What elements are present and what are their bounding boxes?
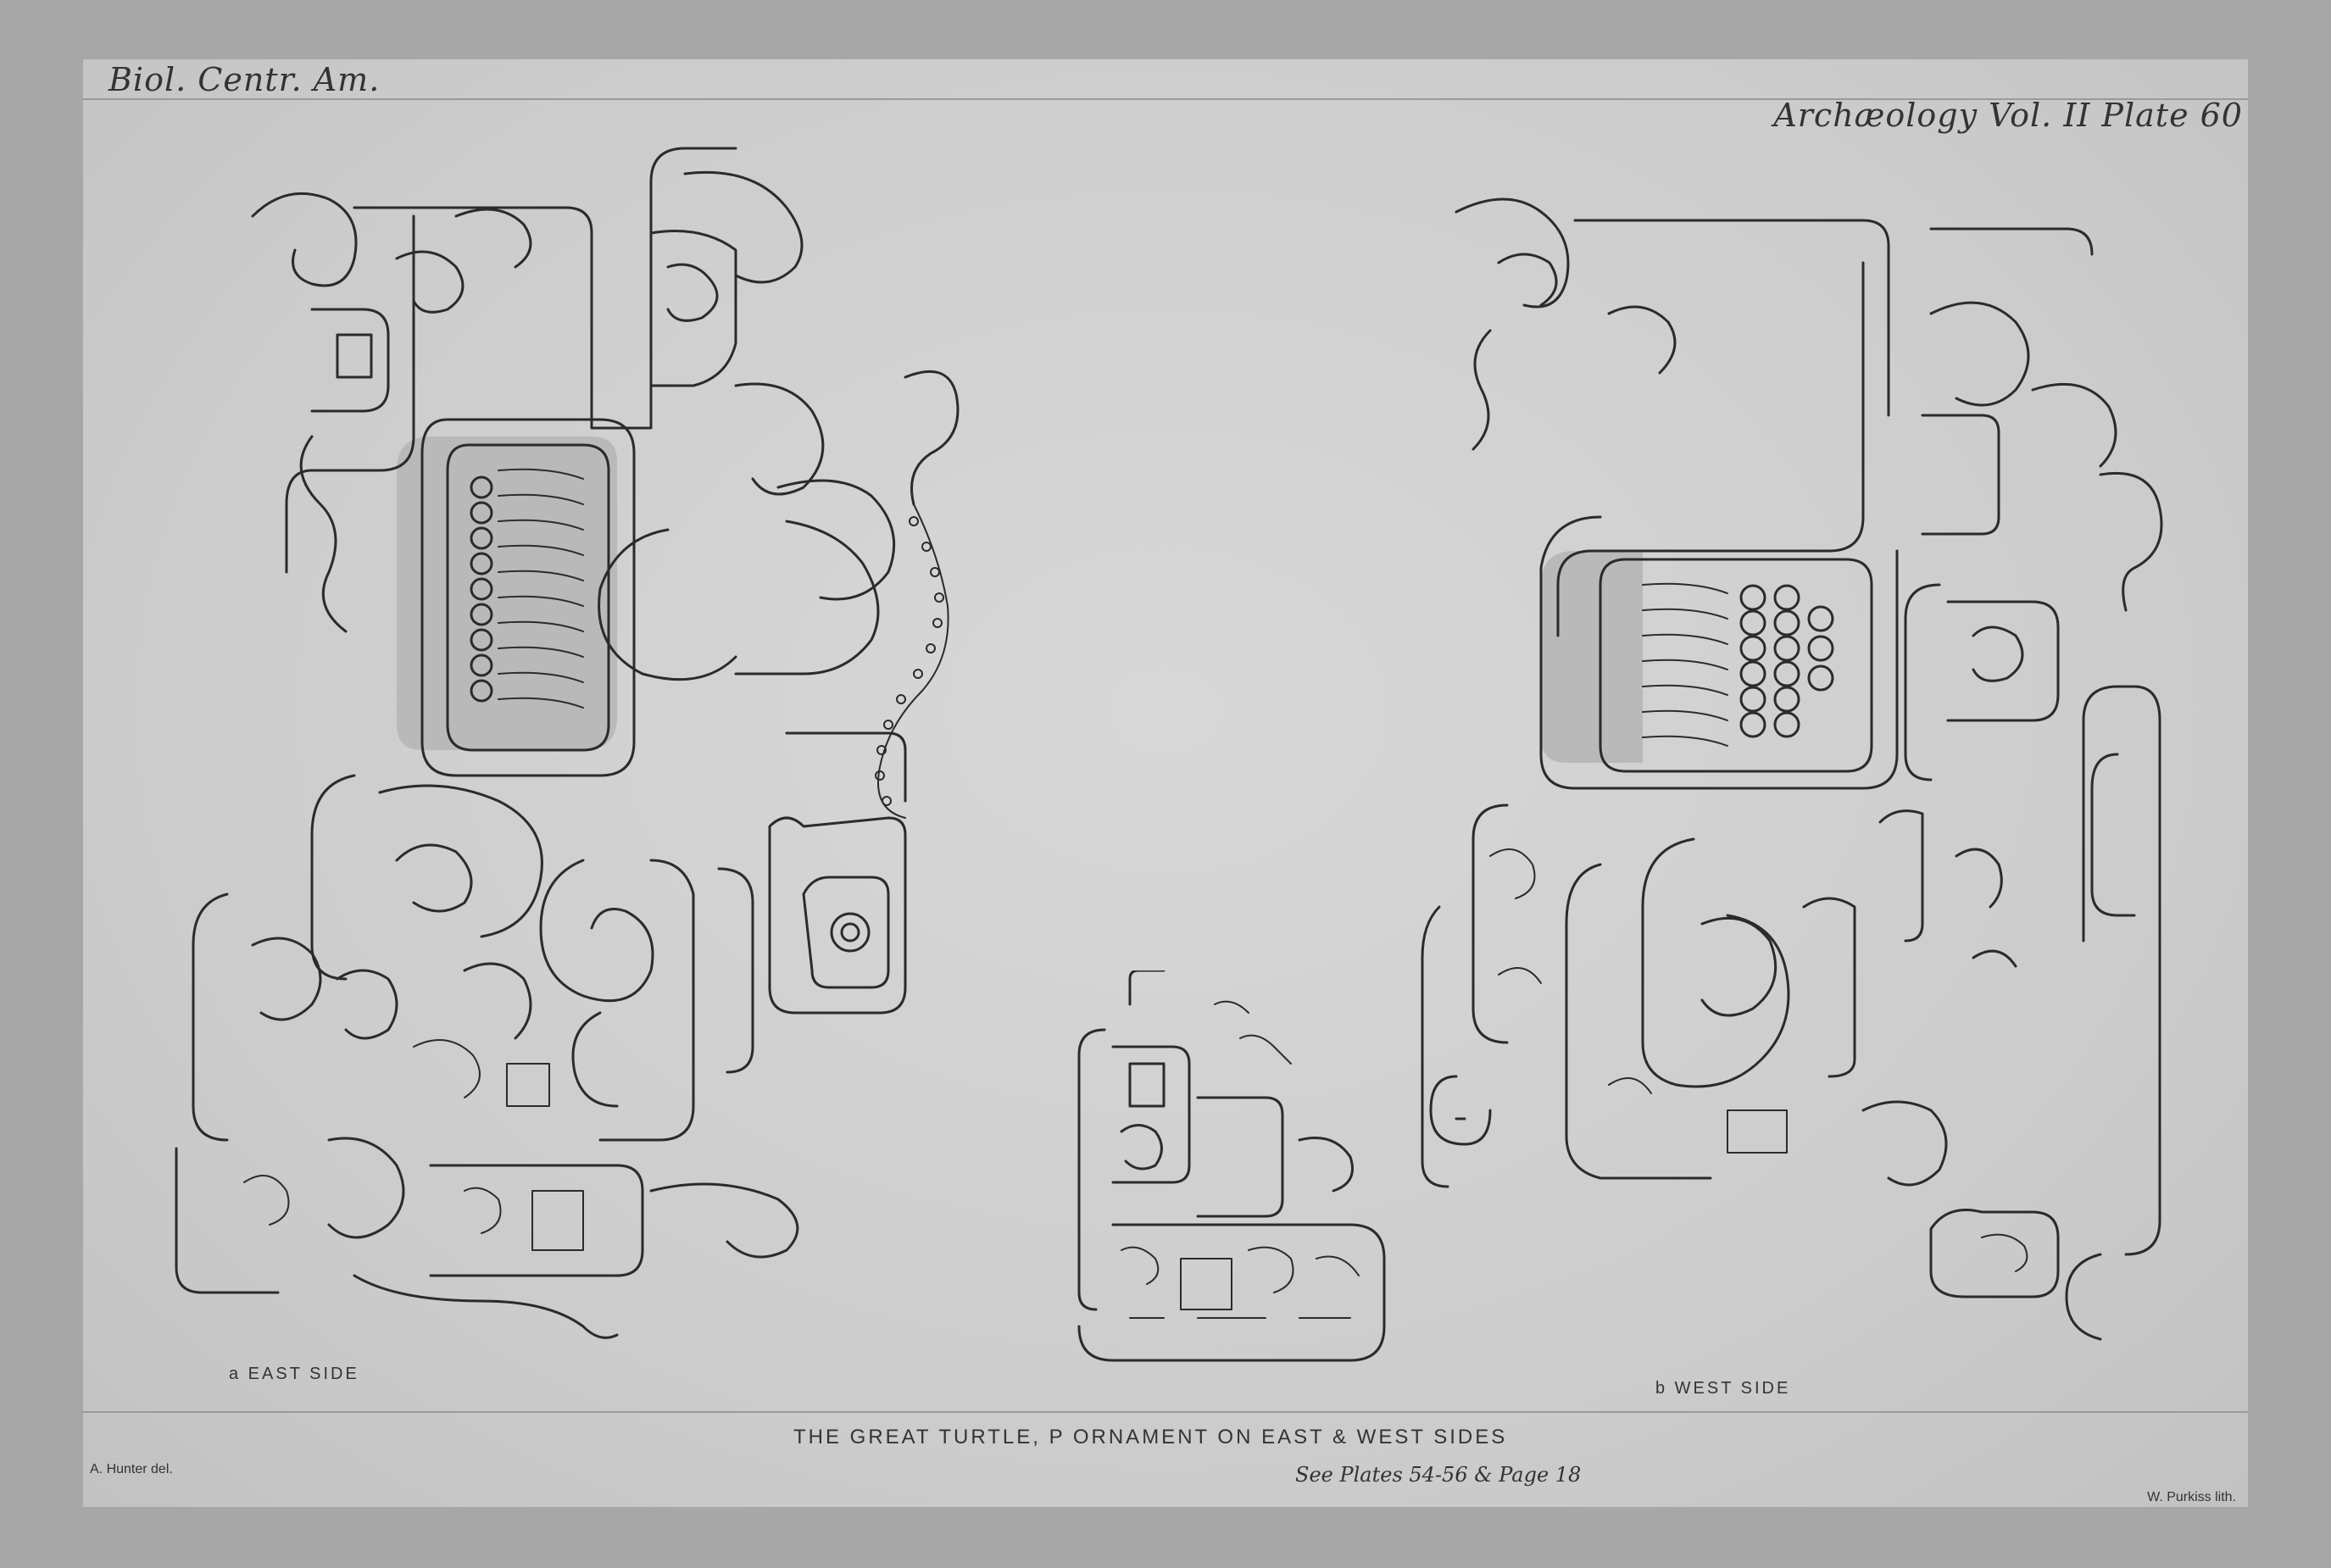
plate-sheet: Biol. Centr. Am. Archæology Vol. II Plat…	[83, 59, 2248, 1507]
west-side-caption: b WEST SIDE	[1655, 1379, 1791, 1398]
header-rule	[83, 98, 2248, 100]
header-left-inscription: Biol. Centr. Am.	[108, 61, 381, 98]
plate-title: THE GREAT TURTLE, P ORNAMENT ON EAST & W…	[793, 1426, 1508, 1448]
header-right-inscription: Archæology Vol. II Plate 60	[1773, 97, 2243, 134]
detail-fragment	[1077, 970, 1386, 1362]
footer-rule	[83, 1411, 2248, 1413]
west-side-carving	[1421, 197, 2163, 1341]
east-side-carving	[175, 147, 960, 1339]
delineator-credit: A. Hunter del.	[90, 1462, 173, 1476]
east-side-caption: a EAST SIDE	[229, 1365, 359, 1383]
see-reference: See Plates 54-56 & Page 18	[1295, 1463, 1582, 1487]
lithographer-credit: W. Purkiss lith.	[2147, 1490, 2236, 1504]
